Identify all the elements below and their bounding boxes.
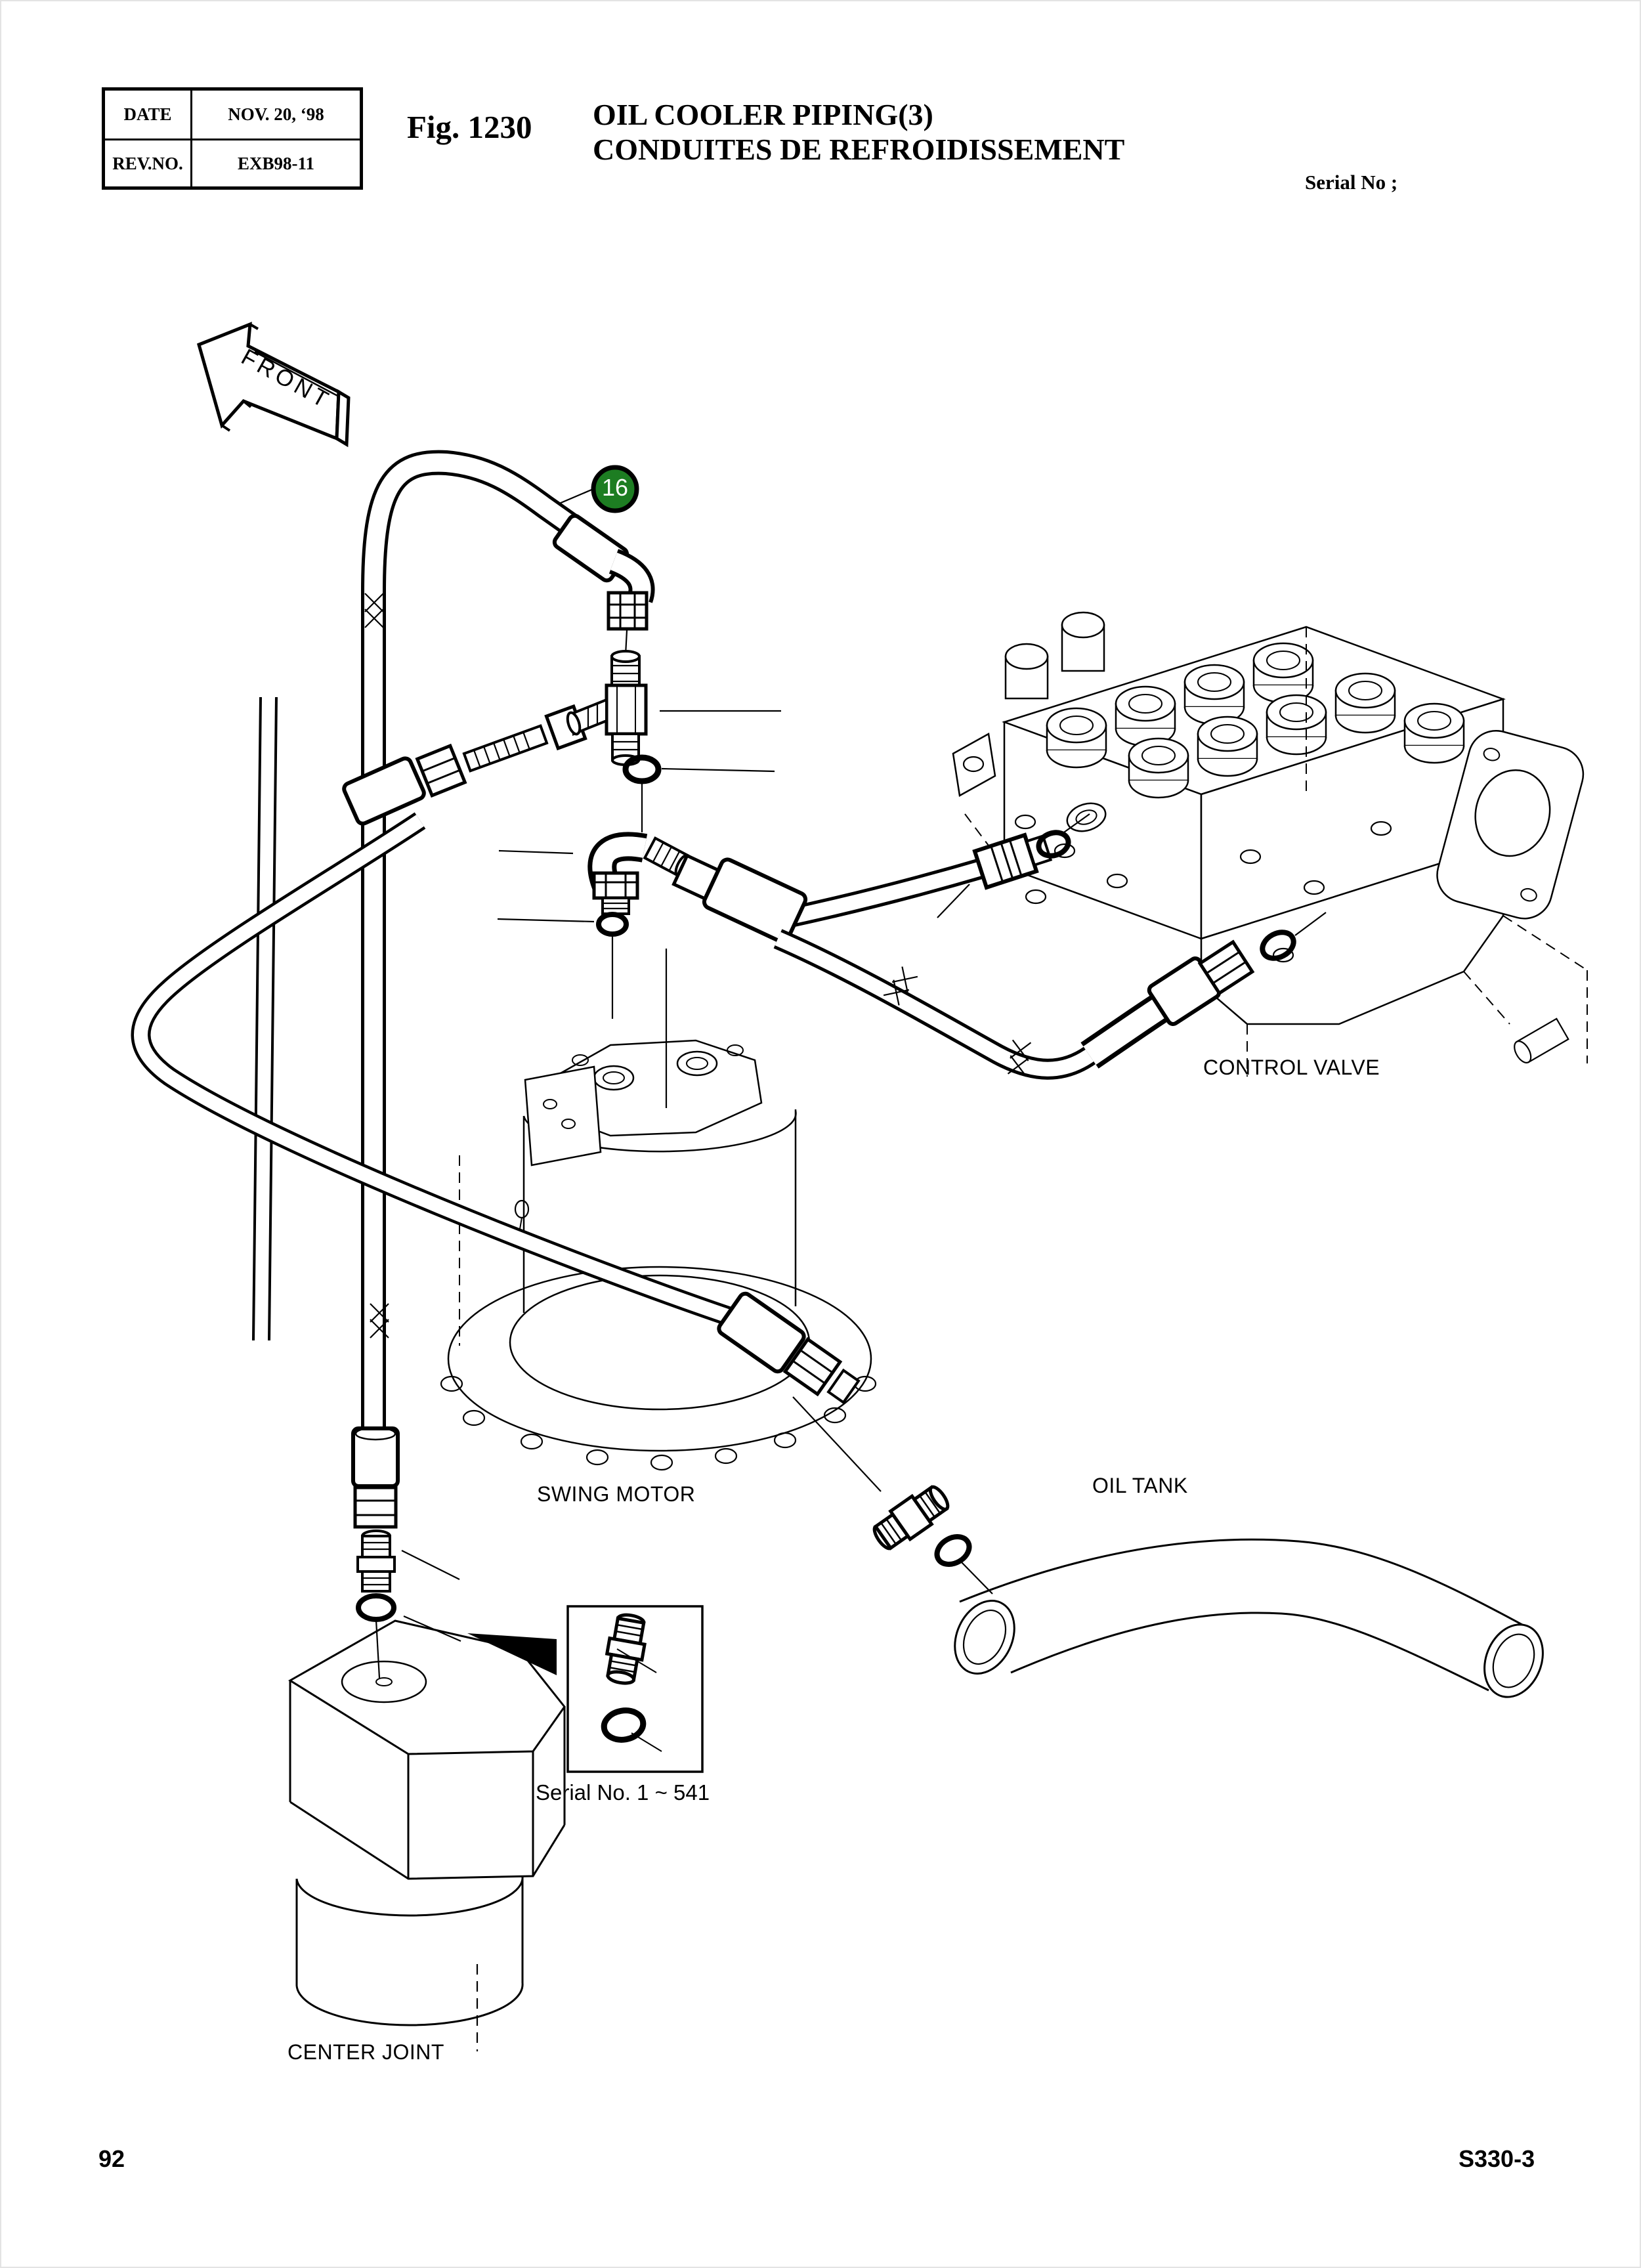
part-balloon-number: 16 bbox=[601, 474, 629, 501]
label-center-joint: CENTER JOINT bbox=[288, 2040, 444, 2064]
o-ring bbox=[596, 912, 629, 937]
leader-lines bbox=[375, 487, 1327, 1679]
document-code: S330-3 bbox=[1459, 2145, 1535, 2172]
label-swing-motor: SWING MOTOR bbox=[537, 1482, 696, 1506]
inset-pointer-arrow bbox=[467, 1633, 557, 1675]
o-ring bbox=[1036, 830, 1071, 859]
page-number: 92 bbox=[98, 2145, 125, 2172]
o-ring bbox=[622, 754, 662, 784]
revision-table-label: REV.NO. bbox=[105, 139, 190, 186]
part-balloon-16 bbox=[591, 465, 639, 513]
tank-nipple bbox=[872, 1485, 950, 1551]
pipe-end-nipple bbox=[356, 1530, 396, 1593]
front-arrow bbox=[196, 322, 351, 448]
oil-cooler-pipe-16 bbox=[351, 450, 655, 1622]
revision-table-label: DATE bbox=[123, 104, 172, 124]
valve-hose-upper bbox=[671, 830, 1071, 944]
o-ring bbox=[934, 1534, 972, 1567]
page-title-en: OIL COOLER PIPING(3) bbox=[593, 98, 933, 131]
page-title: OIL COOLER PIPING(3) CONDUITES DE REFROI… bbox=[593, 97, 1124, 167]
control-valve-drawing bbox=[952, 611, 1588, 1077]
center-joint-drawing bbox=[288, 1619, 566, 2051]
o-ring bbox=[601, 1707, 647, 1743]
revision-table-value: EXB98-11 bbox=[190, 139, 360, 186]
o-ring bbox=[1260, 930, 1296, 961]
serial-no-note: Serial No ; bbox=[1305, 171, 1398, 194]
label-inset-serial-range: Serial No. 1 ~ 541 bbox=[536, 1780, 710, 1805]
tee-fitting bbox=[566, 650, 648, 766]
revision-table: DATE NOV. 20, ‘98 REV.NO. EXB98-11 bbox=[102, 87, 363, 190]
page-title-fr: CONDUITES DE REFROIDISSEMENT bbox=[593, 133, 1125, 166]
revision-table-value: NOV. 20, ‘98 bbox=[190, 91, 360, 139]
inset-box bbox=[467, 1605, 704, 1773]
label-oil-tank: OIL TANK bbox=[1092, 1474, 1188, 1497]
swing-motor-drawing bbox=[440, 1039, 877, 1471]
long-hose bbox=[131, 704, 861, 1405]
label-control-valve: CONTROL VALVE bbox=[1203, 1056, 1380, 1079]
straight-pipe bbox=[252, 696, 278, 1341]
figure-number: Fig. 1230 bbox=[407, 109, 532, 145]
oil-tank-pipe-drawing bbox=[954, 1538, 1544, 1698]
valve-hose-lower bbox=[773, 929, 1296, 1080]
o-ring bbox=[356, 1593, 396, 1622]
